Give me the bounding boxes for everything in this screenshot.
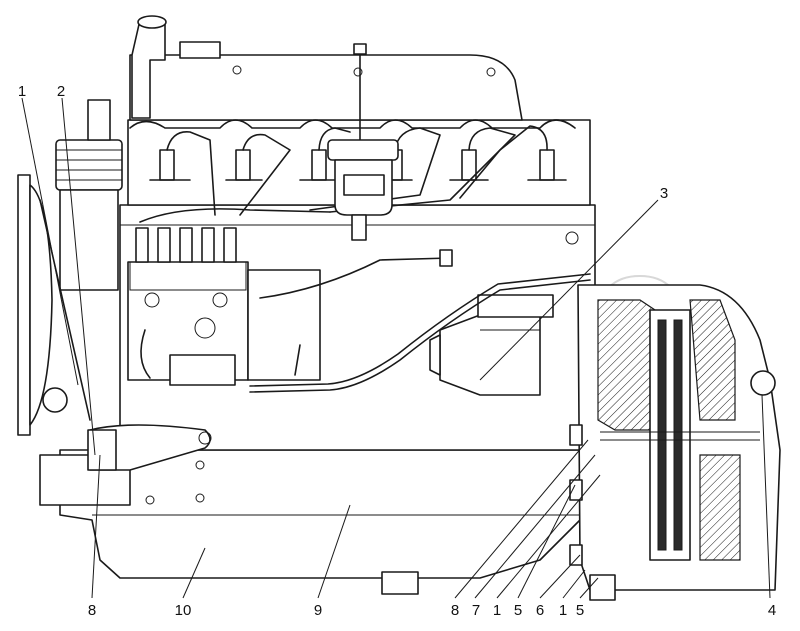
callout-6: 6 [536,602,544,619]
callout-10: 10 [175,602,192,619]
callout-8: 8 [88,602,96,619]
clutch-housing [569,284,781,601]
air-compressor [55,99,123,291]
callout-8: 8 [451,602,459,619]
callout-9: 9 [314,602,322,619]
front-mount-bracket [39,424,212,506]
callout-2: 2 [57,83,65,100]
starter-motor [429,294,554,396]
callout-5: 5 [576,602,584,619]
oil-pan [59,449,581,595]
leader-lines [21,97,771,599]
callout-1: 1 [18,83,26,100]
fuel-lines [139,43,548,223]
fuel-filter [327,139,399,241]
callout-7: 7 [472,602,480,619]
cylinder-head [127,15,591,206]
callout-4: 4 [768,602,776,619]
oil-line [249,249,591,393]
callout-1: 1 [493,602,501,619]
fan-pulley [17,174,91,436]
callout-1: 1 [559,602,567,619]
callouts: 1 2 3 8 10 9 8 7 1 5 6 1 5 4 [18,83,776,619]
callout-3: 3 [660,185,668,202]
callout-5: 5 [514,602,522,619]
